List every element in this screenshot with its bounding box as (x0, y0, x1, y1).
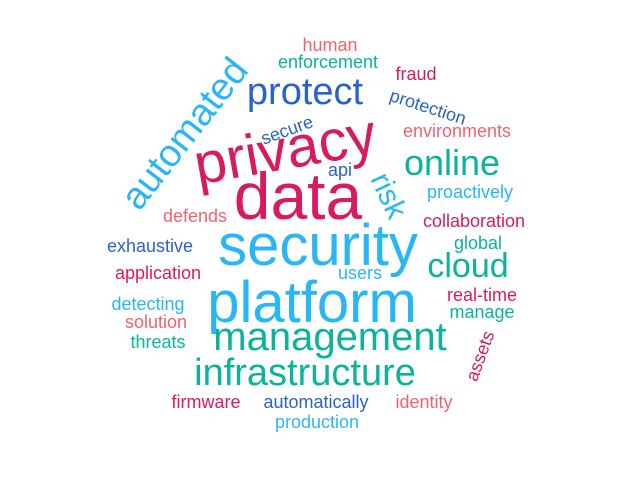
word-collaboration: collaboration (422, 211, 526, 231)
word-identity: identity (395, 392, 453, 412)
word-management: management (213, 315, 447, 359)
word-automatically: automatically (263, 392, 369, 412)
word-fraud: fraud (395, 64, 437, 84)
word-human: human (302, 35, 358, 55)
word-enforcement: enforcement (277, 52, 379, 72)
word-platform: platform (207, 270, 417, 335)
word-defends: defends (162, 206, 228, 226)
word-infrastructure: infrastructure (194, 352, 416, 394)
word-assets: assets (461, 328, 499, 384)
word-protect: protect (246, 71, 364, 113)
word-global: global (453, 233, 503, 253)
word-exhaustive: exhaustive (106, 236, 194, 256)
word-api: api (327, 160, 353, 180)
word-firmware: firmware (171, 392, 241, 412)
word-manage: manage (449, 302, 515, 322)
word-cloud: cloud (427, 247, 509, 285)
word-online: online (403, 142, 501, 183)
word-threats: threats (130, 332, 186, 352)
word-detecting: detecting (111, 294, 185, 314)
word-security: security (218, 213, 418, 278)
word-application: application (114, 263, 202, 283)
word-environments: environments (402, 121, 512, 141)
word-production: production (274, 412, 360, 432)
word-proactively: proactively (426, 182, 514, 202)
word-solution: solution (124, 312, 188, 332)
word-users: users (337, 263, 383, 283)
word-data: data (233, 159, 363, 233)
word-real-time: real-time (446, 285, 518, 305)
